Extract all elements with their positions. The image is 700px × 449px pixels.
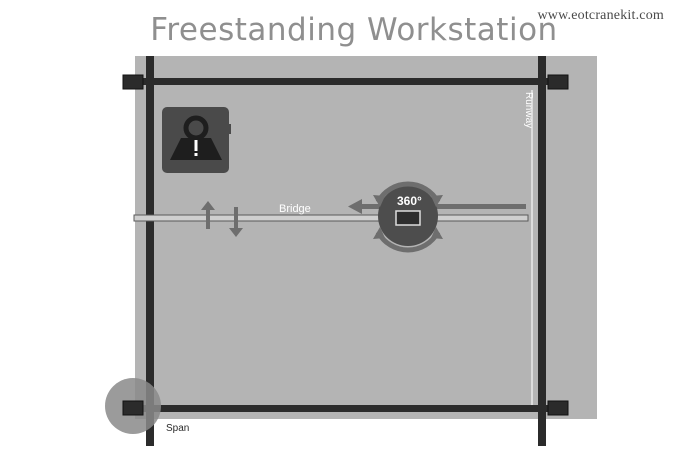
top-beam	[128, 78, 563, 85]
bottom-beam	[128, 405, 563, 412]
up-down-arrows-icon	[201, 201, 243, 237]
corner-clamp-top-left	[122, 74, 144, 90]
weight-warning-icon	[162, 107, 231, 173]
corner-clamp-bottom-right	[547, 400, 569, 416]
website-watermark: www.eotcranekit.com	[537, 8, 664, 23]
bottom-band	[135, 419, 597, 431]
runway-label: Runway	[523, 92, 534, 128]
span-label: Span	[166, 423, 189, 434]
bridge-beam	[133, 214, 529, 222]
left-leg	[146, 56, 154, 446]
corner-clamp-bottom-left-overlay	[122, 400, 144, 416]
rotation-arrows-icon	[373, 181, 443, 253]
left-arrow-icon	[348, 199, 526, 214]
rotation-label: 360°	[397, 194, 422, 208]
bridge-label: Bridge	[279, 203, 311, 215]
page-title: Freestanding Workstation	[150, 12, 558, 48]
right-leg	[538, 56, 546, 446]
corner-clamp-top-right	[547, 74, 569, 90]
